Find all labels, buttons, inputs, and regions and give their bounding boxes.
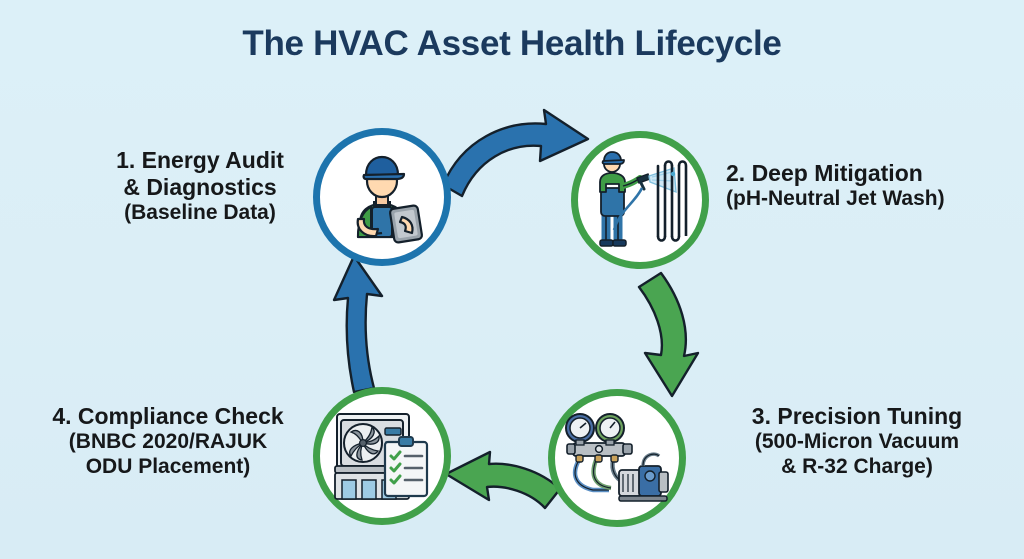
- step-4-line-3: ODU Placement): [85, 454, 251, 478]
- step-3-circle[interactable]: [548, 389, 686, 527]
- manifold-gauges-vacuum-pump-icon: [565, 413, 669, 502]
- step-4-line-2: (BNBC 2020/RAJUK: [68, 430, 268, 454]
- step-1-line-1: 1. Energy Audit: [116, 147, 284, 173]
- technician-with-tablet-icon: [356, 155, 424, 244]
- arrow-step1-to-step2: [441, 108, 590, 198]
- step-3-line-2: (500-Micron Vacuum: [754, 430, 960, 454]
- step-2-line-1: 2. Deep Mitigation: [726, 160, 923, 186]
- step-4-circle[interactable]: [313, 387, 451, 525]
- page-title: The HVAC Asset Health Lifecycle: [242, 24, 782, 63]
- step-1-line-3: (Baseline Data): [124, 201, 276, 225]
- step-3-label: 3. Precision Tuning (500-Micron Vacuum &…: [712, 403, 1002, 480]
- arrow-step4-to-step1: [332, 254, 384, 394]
- step-2-circle[interactable]: [571, 131, 709, 269]
- arrow-step2-to-step3: [637, 271, 700, 398]
- condenser-unit-clipboard-icon: [334, 413, 429, 500]
- step-2-line-2: (pH-Neutral Jet Wash): [726, 187, 945, 211]
- step-2-label: 2. Deep Mitigation (pH-Neutral Jet Wash): [726, 160, 945, 212]
- step-4-line-1: 4. Compliance Check: [52, 403, 284, 429]
- step-3-line-1: 3. Precision Tuning: [751, 403, 963, 429]
- step-4-label: 4. Compliance Check (BNBC 2020/RAJUK ODU…: [20, 403, 316, 480]
- step-3-line-3: & R-32 Charge): [781, 454, 933, 478]
- worker-jet-washing-coil-icon: [599, 151, 688, 247]
- step-1-circle[interactable]: [313, 128, 451, 266]
- step-1-line-2: & Diagnostics: [123, 174, 277, 201]
- step-1-label: 1. Energy Audit & Diagnostics (Baseline …: [92, 147, 308, 226]
- arrow-step3-to-step4: [444, 450, 562, 510]
